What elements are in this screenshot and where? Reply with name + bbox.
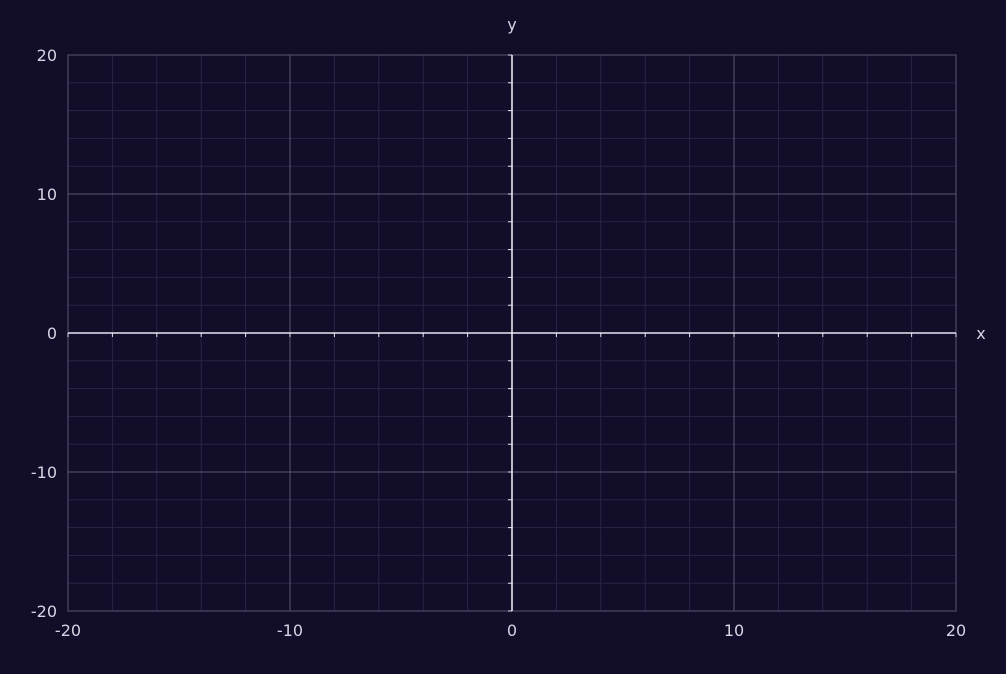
y-tick-label: 10 <box>37 185 57 204</box>
y-tick-label: -10 <box>31 463 57 482</box>
y-tick-labels: 20 10 0 -10 -20 <box>31 46 57 621</box>
x-tick-label: 10 <box>724 621 744 640</box>
y-tick-label: 20 <box>37 46 57 65</box>
x-axis-label: x <box>976 324 985 343</box>
y-axis-label: y <box>507 15 516 34</box>
x-tick-label: 20 <box>946 621 966 640</box>
x-tick-label: -20 <box>55 621 81 640</box>
y-tick-label: -20 <box>31 602 57 621</box>
x-tick-label: -10 <box>277 621 303 640</box>
x-tick-labels: -20 -10 0 10 20 <box>55 621 966 640</box>
y-tick-label: 0 <box>47 324 57 343</box>
x-tick-label: 0 <box>507 621 517 640</box>
axis-ticks <box>67 54 957 612</box>
